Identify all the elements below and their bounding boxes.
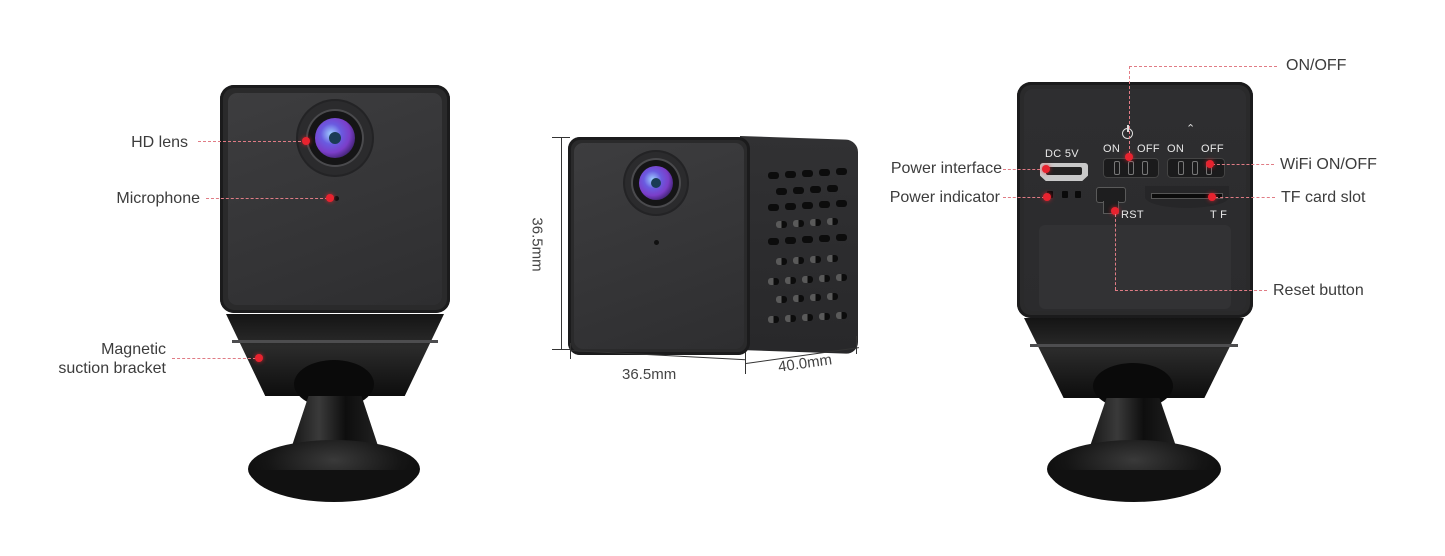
callout-line-wifi xyxy=(1212,164,1274,165)
callout-label-bracket-line2: suction bracket xyxy=(58,360,166,377)
dc-label: DC 5V xyxy=(1045,148,1079,160)
callout-label-bracket-line1: Magnetic xyxy=(101,341,166,358)
height-dimension-line xyxy=(561,137,562,350)
microphone-hole xyxy=(334,196,339,201)
wifi-switch-off-label: OFF xyxy=(1201,143,1224,155)
bracket-base-edge xyxy=(1049,470,1219,502)
callout-dot-hd-lens xyxy=(302,137,310,145)
height-dimension-label: 36.5mm xyxy=(528,217,546,272)
depth-dimension-label: 40.0mm xyxy=(777,351,834,376)
rst-label: RST xyxy=(1121,209,1144,221)
callout-label-power-indicator: Power indicator xyxy=(889,189,1000,206)
lens-pupil xyxy=(329,132,341,144)
callout-line-reset-vertical xyxy=(1115,214,1116,290)
callout-line-power-interface xyxy=(1003,169,1045,170)
callout-label-wifi-on-off: WiFi ON/OFF xyxy=(1280,156,1377,173)
callout-label-hd-lens: HD lens xyxy=(131,134,188,151)
callout-dot-microphone xyxy=(326,194,334,202)
wifi-icon: ⌃ xyxy=(1186,123,1196,135)
callout-label-tf-card-slot: TF card slot xyxy=(1281,189,1366,206)
usb-port xyxy=(1040,163,1088,181)
callout-label-power-interface: Power interface xyxy=(890,160,1002,177)
callout-dot-wifi xyxy=(1206,160,1214,168)
callout-line-on-off xyxy=(1129,66,1277,67)
callout-line-microphone xyxy=(206,198,328,199)
callout-dot-power-indicator xyxy=(1043,193,1051,201)
height-tick-top xyxy=(552,137,570,138)
callout-line-reset xyxy=(1115,290,1267,291)
callout-label-reset-button: Reset button xyxy=(1273,282,1364,299)
bracket-base-edge xyxy=(250,470,418,502)
power-switch[interactable] xyxy=(1103,158,1159,178)
width-dimension-label: 36.5mm xyxy=(622,366,677,383)
power-switch-off-label: OFF xyxy=(1137,143,1160,155)
callout-label-microphone: Microphone xyxy=(116,190,200,207)
callout-line-on-off-vertical xyxy=(1129,66,1130,154)
power-icon-stem xyxy=(1127,125,1129,132)
mount-band xyxy=(232,340,438,343)
battery-cover xyxy=(1039,225,1231,309)
width-tick-right xyxy=(745,352,746,374)
indicator-led-3 xyxy=(1075,191,1081,198)
callout-dot-power-interface xyxy=(1042,165,1050,173)
indicator-led-2 xyxy=(1062,191,1068,198)
callout-line-power-indicator xyxy=(1003,197,1045,198)
mount-band xyxy=(1030,344,1238,347)
lens-pupil xyxy=(651,178,661,188)
power-switch-on-label: ON xyxy=(1103,143,1121,155)
depth-tick-right xyxy=(856,336,857,354)
callout-dot-reset xyxy=(1111,207,1119,215)
wifi-switch-on-label: ON xyxy=(1167,143,1185,155)
tf-label: T F xyxy=(1210,209,1228,221)
callout-line-bracket xyxy=(172,358,256,359)
callout-line-hd-lens xyxy=(198,141,306,142)
height-tick-bottom xyxy=(552,349,570,350)
wifi-switch[interactable] xyxy=(1167,158,1225,178)
tf-card-slot[interactable] xyxy=(1151,193,1223,199)
callout-dot-bracket xyxy=(255,354,263,362)
width-tick-left xyxy=(570,343,571,359)
microphone-hole xyxy=(654,240,659,245)
callout-dot-tf-card xyxy=(1208,193,1216,201)
callout-label-on-off: ON/OFF xyxy=(1286,57,1347,74)
callout-dot-on-off xyxy=(1125,153,1133,161)
callout-line-tf-card xyxy=(1215,197,1275,198)
